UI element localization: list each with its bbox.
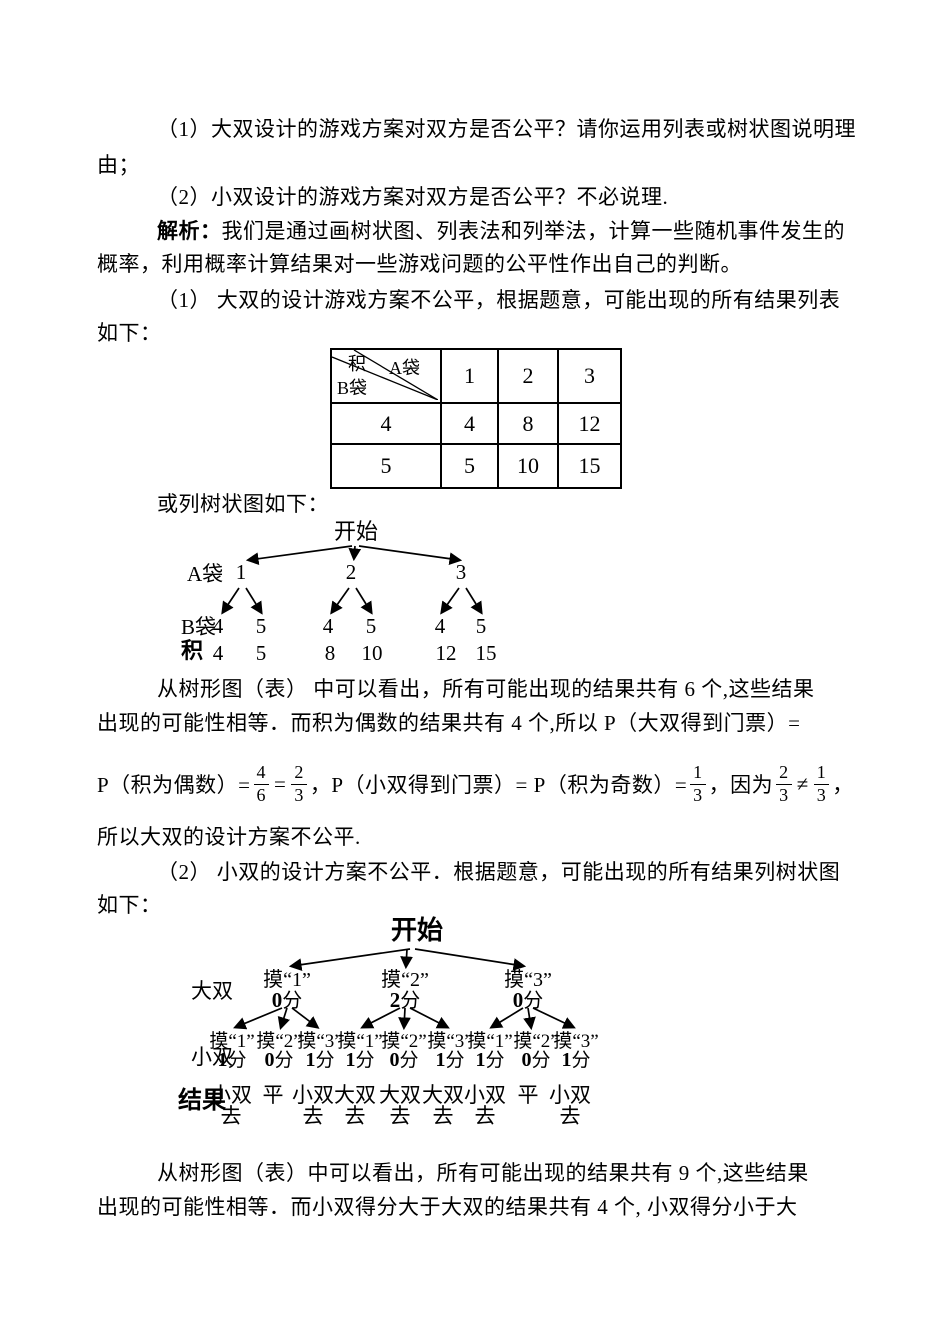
tree2-result-label: 结果 (178, 1088, 226, 1114)
tree1-product: 5 (255, 641, 267, 665)
tree1-leaf: 5 (475, 614, 487, 638)
paragraph-line: （1）大双设计的游戏方案对双方是否公平？请你运用列表或树状图说明理 (157, 117, 856, 141)
tree2-result: 大双去 (422, 1083, 464, 1128)
tree2-dashuang-label: 大双 (191, 979, 233, 1003)
header-product-label: 积 (348, 354, 366, 374)
tree1-product: 10 (361, 641, 383, 665)
header-bag-b-label: B袋 (337, 378, 368, 398)
tree1-bag-a-label: A袋 (187, 562, 224, 586)
tree1-product: 8 (324, 641, 336, 665)
tree2-result: 小双去 (292, 1083, 334, 1128)
row-header: 4 (330, 402, 442, 445)
table-col-header: 2 (497, 348, 559, 404)
tree1-node: 1 (235, 560, 247, 584)
tree1-leaf: 4 (434, 614, 446, 638)
tree2-level1-node: 摸“3”0分 (504, 969, 552, 1012)
paragraph-line: 从树形图（表）中可以看出，所有可能出现的结果共有 9 个,这些结果 (157, 1161, 809, 1185)
tree2-result: 平 (262, 1083, 284, 1107)
table-cell: 8 (497, 402, 559, 445)
paragraph-line: （1） 大双的设计游戏方案不公平，根据题意，可能出现的所有结果列表 (157, 288, 841, 312)
tree2-result: 大双去 (379, 1083, 421, 1128)
tree1-leaf: 5 (365, 614, 377, 638)
paragraph-line: 所以大双的设计方案不公平. (97, 825, 361, 849)
paragraph-line: （2）小双设计的游戏方案对双方是否公平？不必说理. (157, 185, 669, 209)
product-table: 积 A袋 B袋 1 2 3 4 4 8 12 5 5 10 15 (330, 348, 622, 489)
tree2-level2-node: 摸“2”0分 (513, 1031, 559, 1071)
paragraph-line: 如下： (97, 321, 162, 345)
paragraph-line: 由； (97, 153, 140, 177)
tree1-leaf: 4 (322, 614, 334, 638)
paragraph-line: 概率，利用概率计算结果对一些游戏问题的公平性作出自己的判断。 (97, 252, 742, 276)
paragraph-line: 出现的可能性相等．而小双得分大于大双的结果共有 4 个, 小双得分小于大 (97, 1195, 798, 1219)
tree2-result: 小双去 (210, 1083, 252, 1128)
tree2-level1-node: 摸“2”2分 (381, 969, 429, 1012)
table-cell: 12 (557, 402, 622, 445)
tree2-level2-node: 摸“3”1分 (427, 1031, 473, 1071)
tree1-bag-b-label: B袋 (181, 615, 217, 639)
paragraph-line: （2） 小双的设计方案不公平．根据题意，可能出现的所有结果列树状图 (157, 860, 841, 884)
tree1-product: 4 (212, 641, 224, 665)
tree2-level2-node: 摸“3”1分 (553, 1031, 599, 1071)
tree2-level2-node: 摸“3”1分 (297, 1031, 343, 1071)
tree2-level2-node: 摸“2”0分 (381, 1031, 427, 1071)
tree1-root: 开始 (333, 519, 379, 544)
tree1-node: 2 (345, 560, 357, 584)
tree1-leaf: 5 (255, 614, 267, 638)
paragraph-line: 如下： (97, 893, 162, 917)
tree2-result: 平 (517, 1083, 539, 1107)
tree1-product-label: 积 (181, 638, 204, 663)
table-cell: 10 (497, 443, 559, 489)
tree1-node: 3 (455, 560, 467, 584)
analysis-label: 解析： (157, 219, 222, 243)
tree2-result: 小双去 (549, 1083, 591, 1128)
table-row: 5 5 10 15 (330, 443, 622, 489)
paragraph-line: 从树形图（表） 中可以看出，所有可能出现的结果共有 6 个,这些结果 (157, 677, 815, 701)
tree2-level1-node: 摸“1”0分 (263, 969, 311, 1012)
tree2-level2-node: 摸“1”1分 (337, 1031, 383, 1071)
tree2-root: 开始 (390, 916, 444, 945)
tree1-leaf: 4 (212, 614, 224, 638)
tree2-level2-node: 摸“1”1分 (209, 1031, 255, 1071)
table-cell: 15 (557, 443, 622, 489)
tree1-product: 15 (475, 641, 497, 665)
header-bag-a-label: A袋 (389, 358, 420, 378)
tree2-result: 小双去 (464, 1083, 506, 1128)
table-diagonal-header-cell: 积 A袋 B袋 (330, 348, 442, 404)
table-col-header: 1 (440, 348, 499, 404)
table-row: 4 4 8 12 (330, 402, 622, 445)
table-col-header: 3 (557, 348, 622, 404)
tree1-product: 12 (435, 641, 457, 665)
table-cell: 4 (440, 402, 499, 445)
table-cell: 5 (440, 443, 499, 489)
paragraph-line: 解析：我们是通过画树状图、列表法和列举法，计算一些随机事件发生的 (157, 219, 845, 243)
tree2-level2-node: 摸“1”1分 (467, 1031, 513, 1071)
tree2-level2-node: 摸“2”0分 (256, 1031, 302, 1071)
paragraph-line: 或列树状图如下： (157, 492, 329, 516)
diagonal-lines (332, 350, 438, 400)
paragraph-line: 出现的可能性相等．而积为偶数的结果共有 4 个,所以 P（大双得到门票）= (97, 711, 801, 735)
tree2-xiaoshuang-label: 小双 (191, 1045, 233, 1069)
tree2-result: 大双去 (334, 1083, 376, 1128)
row-header: 5 (330, 443, 442, 489)
